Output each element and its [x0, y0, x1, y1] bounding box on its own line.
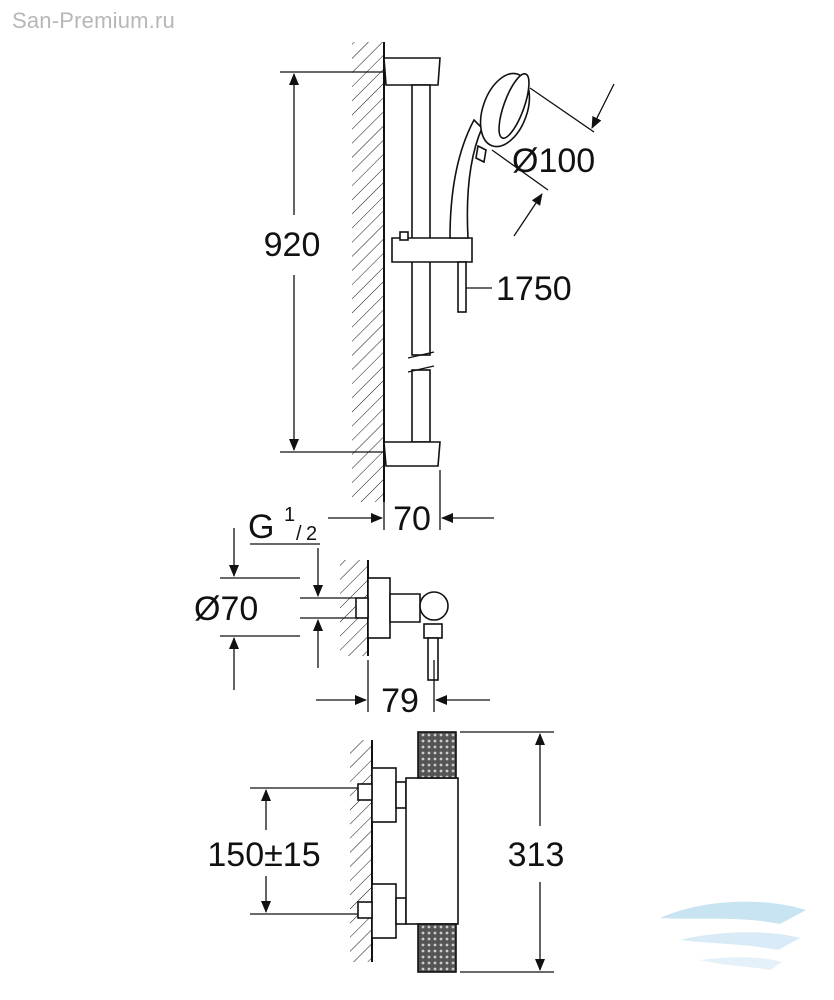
mixer-body-side — [389, 593, 421, 623]
hose — [457, 261, 467, 313]
rail-lower — [411, 369, 431, 443]
mixer-body-front — [405, 777, 459, 925]
dim-thread-g: G — [248, 508, 274, 546]
outlet-round — [419, 591, 449, 621]
escutcheon-top — [371, 767, 397, 823]
rail-section: 920 Ø100 1750 70 — [264, 42, 615, 538]
temperature-handle — [417, 731, 457, 779]
wall-hatch — [352, 42, 384, 502]
slider — [391, 237, 473, 263]
escutcheon-bottom — [371, 883, 397, 939]
dim-70-rail: 70 — [393, 500, 431, 538]
dim-150: 150±15 — [207, 836, 320, 874]
top-bracket — [383, 57, 441, 86]
dim-diameter-100: Ø100 — [512, 142, 595, 180]
wall-hatch-front — [350, 740, 372, 962]
watermark-logo — [660, 901, 806, 970]
bottom-bracket — [383, 441, 441, 467]
watermark-text: San-Premium.ru — [12, 8, 175, 33]
dim-1750: 1750 — [496, 270, 572, 308]
dim-920: 920 — [264, 226, 321, 264]
escutcheon — [367, 577, 391, 639]
dim-thread-den: 2 — [306, 523, 317, 545]
dim-thread-slash: / — [296, 523, 302, 545]
front-view-section: 150±15 313 — [207, 731, 565, 973]
dim-thread-num: 1 — [284, 504, 295, 526]
rail-upper — [411, 84, 431, 356]
dim-diameter-70: Ø70 — [194, 590, 258, 628]
dim-79: 79 — [381, 682, 419, 720]
dim-313: 313 — [508, 836, 565, 874]
hand-shower — [449, 72, 531, 239]
flow-handle — [417, 923, 457, 973]
side-view-section: Ø70 G 1 / 2 79 — [194, 504, 490, 720]
hose-side — [427, 637, 439, 681]
